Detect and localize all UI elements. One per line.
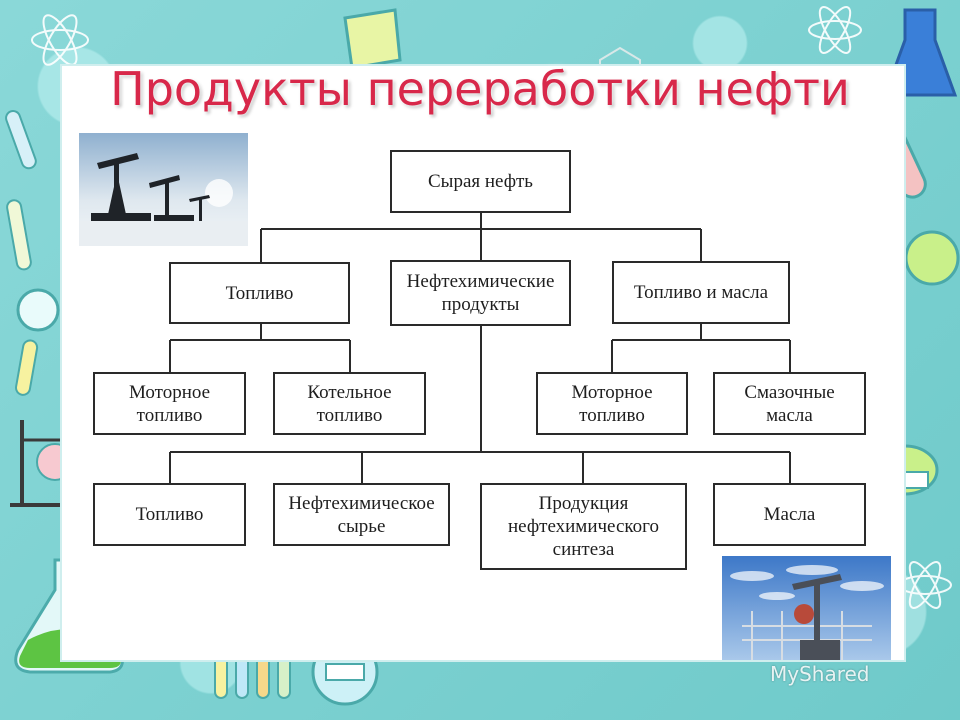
slide-title: Продукты переработки нефти: [110, 62, 850, 116]
oil-rig-photo: [722, 556, 891, 660]
node-motor-fuel-left: Моторное топливо: [93, 372, 246, 435]
oil-pumpjacks-photo: [79, 133, 248, 246]
node-fuel-and-oils: Топливо и масла: [612, 261, 790, 324]
node-lubricating-oils: Смазочные масла: [713, 372, 866, 435]
node-crude-oil: Сырая нефть: [390, 150, 571, 213]
node-fuel-bottom: Топливо: [93, 483, 246, 546]
node-petrochemical-products: Нефтехимические продукты: [390, 260, 571, 326]
node-petrochemical-synthesis-products: Продукция нефтехимического синтеза: [480, 483, 687, 570]
node-fuel: Топливо: [169, 262, 350, 324]
node-boiler-fuel: Котельное топливо: [273, 372, 426, 435]
watermark-text: MyShared: [770, 662, 870, 686]
node-oils: Масла: [713, 483, 866, 546]
node-motor-fuel-right: Моторное топливо: [536, 372, 688, 435]
node-petrochemical-feedstock: Нефтехимическое сырье: [273, 483, 450, 546]
